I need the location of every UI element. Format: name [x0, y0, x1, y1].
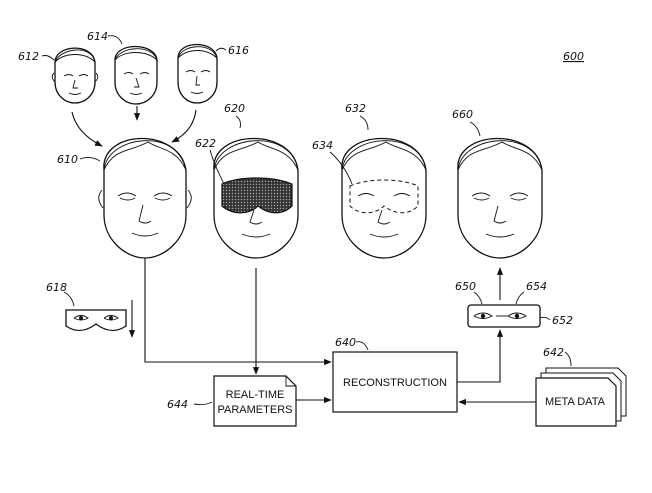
- real-time-label-line1: REAL-TIME: [226, 389, 285, 401]
- label-660: 660: [452, 108, 473, 121]
- face-icon-632: [341, 137, 427, 259]
- label-618: 618: [46, 281, 67, 294]
- eye-region-icon-618: [65, 309, 127, 332]
- label-652: 652: [552, 314, 573, 327]
- label-640: 640: [335, 336, 356, 349]
- label-650: 650: [455, 280, 476, 293]
- face-icon-612: [51, 47, 99, 104]
- face-icon-620: [213, 137, 299, 259]
- head-mounted-display-icon: [221, 177, 293, 214]
- label-612: 612: [18, 50, 39, 63]
- label-622: 622: [195, 137, 216, 150]
- face-icon-660: [457, 137, 543, 259]
- label-614: 614: [87, 30, 108, 43]
- label-616: 616: [228, 44, 249, 57]
- figure-number: 600: [563, 50, 584, 63]
- face-icon-614: [114, 46, 158, 105]
- meta-data-box: META DATA: [535, 367, 627, 427]
- label-642: 642: [543, 346, 564, 359]
- label-610: 610: [57, 153, 78, 166]
- head-mounted-display-icon-652: [467, 304, 541, 328]
- label-634: 634: [312, 139, 333, 152]
- face-icon-610: [98, 137, 192, 259]
- head-mounted-display-icon-transparent: [349, 179, 419, 214]
- real-time-label-line2: PARAMETERS: [218, 404, 293, 416]
- label-632: 632: [345, 102, 366, 115]
- label-620: 620: [224, 102, 245, 115]
- meta-data-label: META DATA: [545, 396, 606, 408]
- label-654: 654: [526, 280, 547, 293]
- reconstruction-label: RECONSTRUCTION: [343, 377, 447, 389]
- real-time-parameters-box: REAL-TIME PARAMETERS: [213, 375, 297, 427]
- label-644: 644: [167, 398, 188, 411]
- face-icon-616: [177, 44, 218, 104]
- reconstruction-box: RECONSTRUCTION: [332, 351, 458, 413]
